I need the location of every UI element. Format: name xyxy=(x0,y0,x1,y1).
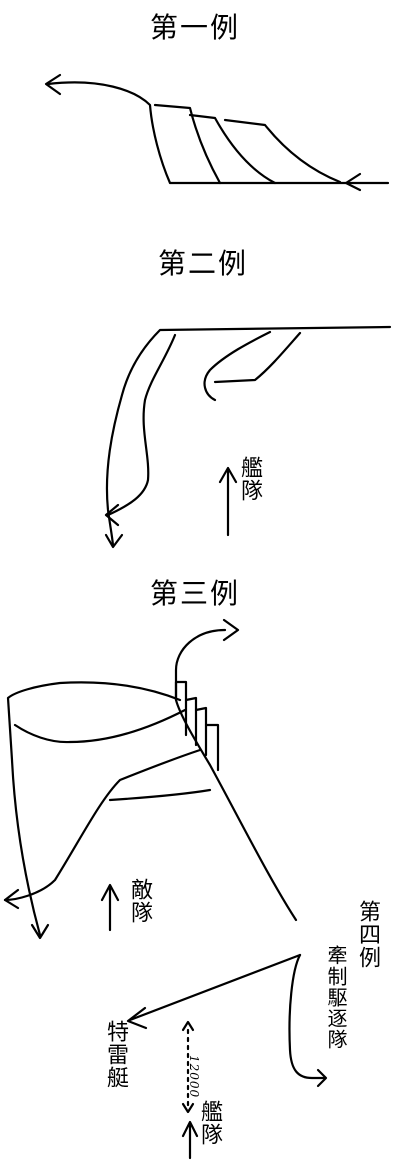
example-2-fleet-arrow xyxy=(218,466,238,537)
example-4-escort-label: 牽制駆逐隊 xyxy=(324,945,348,1050)
example-4-escort-hook xyxy=(288,953,327,1080)
example-3-main-column xyxy=(174,628,298,922)
example-3-ship-2 xyxy=(184,696,198,747)
example-2-lead-route xyxy=(105,325,392,547)
example-3-ship-4 xyxy=(204,723,220,772)
example-4-special-unit-label: 特雷艇 xyxy=(103,1020,128,1089)
example-1-title: 第一例 xyxy=(150,11,241,44)
example-4-hook-arrow xyxy=(316,1068,328,1088)
example-3-diagram xyxy=(3,618,298,940)
example-3-arrow-b xyxy=(30,923,50,940)
example-1-column-line-1 xyxy=(153,103,222,185)
example-3-enemy-label: 敵隊 xyxy=(127,878,152,924)
example-3-ship-3 xyxy=(194,706,208,757)
example-2-title: 第二例 xyxy=(158,247,249,280)
example-3-enemy-route xyxy=(6,681,182,937)
example-4-distance-arrow-top xyxy=(181,1020,195,1032)
example-4-escort-arrowhead xyxy=(126,1006,148,1030)
example-1-diagram xyxy=(44,73,390,192)
example-4-fleet-label: 艦隊 xyxy=(197,1100,222,1146)
example-2-route-4 xyxy=(213,331,302,384)
example-3-arrow-a xyxy=(3,888,20,910)
example-4-escort-route xyxy=(128,953,302,1022)
example-1-arrowhead-left xyxy=(44,73,62,96)
example-4-title: 第四例 xyxy=(355,900,380,969)
example-2-route-2 xyxy=(106,333,177,517)
example-1-column-line-2 xyxy=(188,113,277,185)
example-3-enemy-route-4 xyxy=(108,788,212,802)
example-1-lead-route xyxy=(46,81,390,185)
example-2-arrow-a xyxy=(104,503,120,527)
example-4-distance-label: 12000 xyxy=(187,1055,201,1099)
example-2-arrow-b xyxy=(104,533,124,549)
example-3-arrowhead-top xyxy=(222,618,240,642)
example-3-enemy-route-3 xyxy=(3,748,202,902)
example-2-diagram xyxy=(104,325,392,549)
example-3-title: 第三例 xyxy=(150,577,241,610)
example-2-fleet-label: 艦隊 xyxy=(237,456,262,502)
example-4-fleet-arrow xyxy=(181,1120,199,1160)
example-4-diagram xyxy=(126,953,328,1160)
example-3-enemy-arrow xyxy=(100,883,120,932)
example-1-arrowhead-right xyxy=(344,172,362,192)
example-2-route-3 xyxy=(203,330,272,402)
example-4-distance-arrow-bottom xyxy=(181,1102,195,1114)
example-3-enemy-route-2 xyxy=(13,708,187,744)
example-3-ship-1 xyxy=(174,680,188,737)
example-1-column-line-3 xyxy=(223,118,342,184)
